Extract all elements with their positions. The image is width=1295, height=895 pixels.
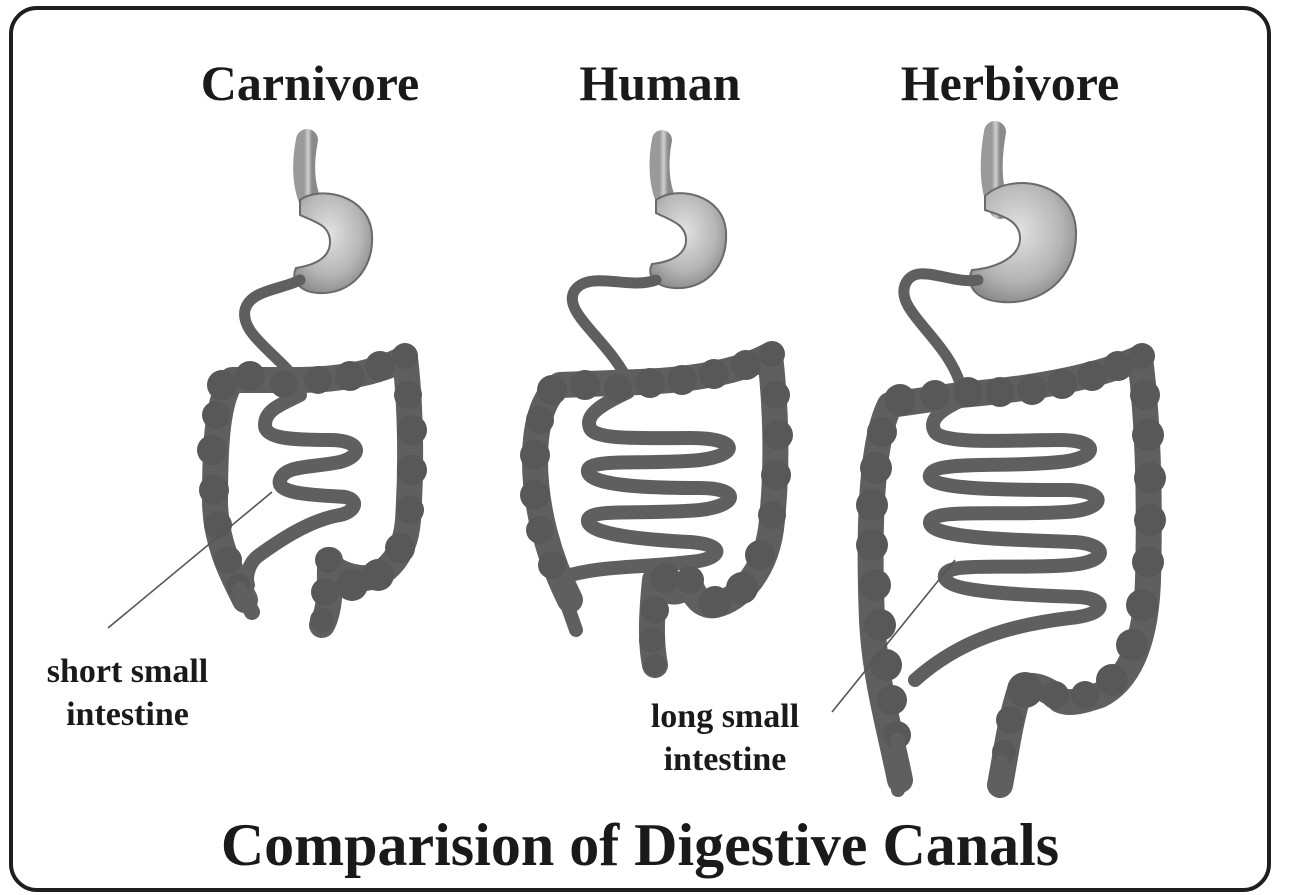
long-small-intestine-label: long small intestine <box>615 695 835 781</box>
carnivore-stomach <box>294 193 372 293</box>
herbivore-stomach <box>970 183 1076 302</box>
herbivore-title: Herbivore <box>860 58 1160 108</box>
herbivore-small-intestine <box>915 400 1100 680</box>
human-small-intestine <box>560 392 730 578</box>
human-digestive-tract <box>520 140 793 676</box>
human-title: Human <box>510 58 810 108</box>
short-small-intestine-label: short small intestine <box>20 650 235 736</box>
human-stomach <box>650 193 726 288</box>
long-label-line2: intestine <box>615 738 835 781</box>
herbivore-digestive-tract <box>856 132 1166 792</box>
long-label-line1: long small <box>615 695 835 738</box>
carnivore-digestive-tract <box>197 140 427 632</box>
short-label-line1: short small <box>20 650 235 693</box>
diagram-caption: Comparision of Digestive Canals <box>100 815 1180 875</box>
short-label-line2: intestine <box>20 693 235 736</box>
carnivore-title: Carnivore <box>160 58 460 108</box>
